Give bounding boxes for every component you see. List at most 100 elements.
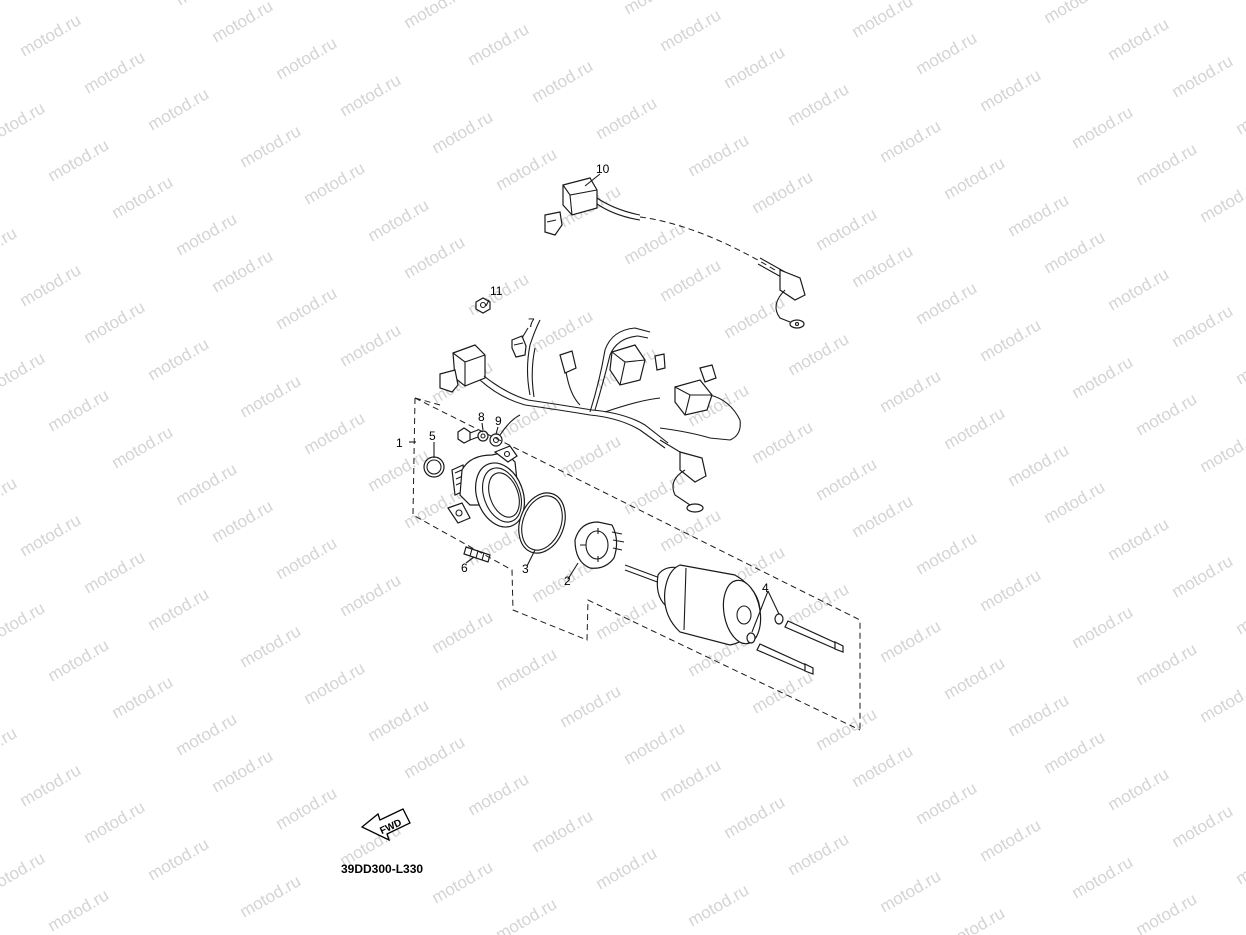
watermark-text: motod.ru <box>813 204 881 254</box>
watermark-text: motod.ru <box>785 79 853 129</box>
assembly-outline <box>412 397 861 731</box>
watermark-text: motod.ru <box>337 70 405 120</box>
watermark-text: motod.ru <box>81 47 149 97</box>
watermark-text: motod.ru <box>465 19 533 69</box>
part-11-nut[interactable] <box>475 297 491 314</box>
part-10-cable[interactable] <box>544 177 806 329</box>
watermark-text: motod.ru <box>849 241 917 291</box>
callout-10: 10 <box>596 162 610 176</box>
watermark-text: motod.ru <box>1197 426 1246 476</box>
starter-front-cover[interactable] <box>447 445 533 534</box>
watermark-text: motod.ru <box>941 153 1009 203</box>
callout-8: 8 <box>478 410 485 424</box>
watermark-text: motod.ru <box>813 454 881 504</box>
watermark-text: motod.ru <box>913 778 981 828</box>
callout-9: 9 <box>495 414 502 428</box>
watermark-text: motod.ru <box>1069 102 1137 152</box>
diagram-code: 39DD300-L330 <box>341 862 423 876</box>
watermark-text: motod.ru <box>657 505 725 555</box>
part-7-clamp[interactable] <box>511 335 527 358</box>
watermark-text: motod.ru <box>401 232 469 282</box>
starter-motor-yoke[interactable] <box>624 564 765 647</box>
watermark-text: motod.ru <box>1197 176 1246 226</box>
part-3-o-ring[interactable] <box>511 486 574 559</box>
watermark-text: motod.ru <box>977 315 1045 365</box>
watermark-text: motod.ru <box>365 445 433 495</box>
watermark-text: motod.ru <box>237 621 305 671</box>
watermark-text: motod.ru <box>1233 88 1246 138</box>
watermark-text: motod.ru <box>1233 338 1246 388</box>
watermark-text: motod.ru <box>493 394 561 444</box>
callout-3: 3 <box>522 562 529 576</box>
watermark-text: motod.ru <box>237 871 305 921</box>
callout-4: 4 <box>762 581 769 595</box>
watermark-text: motod.ru <box>977 815 1045 865</box>
watermark-text: motod.ru <box>529 56 597 106</box>
callout-labels: 1 2 3 4 5 6 7 8 9 10 11 <box>396 162 769 595</box>
watermark-text: motod.ru <box>273 283 341 333</box>
watermark-text: motod.ru <box>273 783 341 833</box>
watermark-text: motod.ru <box>721 42 789 92</box>
watermark-text: motod.ru <box>657 5 725 55</box>
watermark-text: motod.ru <box>1069 602 1137 652</box>
watermark-text: motod.ru <box>877 116 945 166</box>
part-5-o-ring[interactable] <box>423 456 445 478</box>
part-8-bolt[interactable] <box>457 427 489 444</box>
watermark-text: motod.ru <box>621 0 689 18</box>
watermark-text: motod.ru <box>657 255 725 305</box>
wiring-harness[interactable] <box>439 319 741 513</box>
watermark-text: motod.ru <box>941 903 1009 935</box>
watermark-text: motod.ru <box>45 885 113 935</box>
watermark-text: motod.ru <box>493 894 561 935</box>
callout-6: 6 <box>461 561 468 575</box>
watermark-text: motod.ru <box>365 195 433 245</box>
watermark-text: motod.ru <box>849 0 917 41</box>
watermark-text: motod.ru <box>749 417 817 467</box>
watermark-text: motod.ru <box>145 834 213 884</box>
watermark-text: motod.ru <box>81 547 149 597</box>
watermark-text: motod.ru <box>1069 352 1137 402</box>
watermark-text: motod.ru <box>1169 301 1237 351</box>
watermark-text: motod.ru <box>977 565 1045 615</box>
watermark-text: motod.ru <box>17 760 85 810</box>
watermark-text: motod.ru <box>1105 514 1173 564</box>
watermark-text: motod.ru <box>1041 477 1109 527</box>
watermark-text: motod.ru <box>1169 551 1237 601</box>
watermark-text: motod.ru <box>45 135 113 185</box>
watermark-text: motod.ru <box>17 260 85 310</box>
watermark-text: motod.ru <box>1169 51 1237 101</box>
watermark-text: motod.ru <box>849 491 917 541</box>
watermark-text: motod.ru <box>493 644 561 694</box>
watermark-text: motod.ru <box>941 403 1009 453</box>
watermark-text: motod.ru <box>301 408 369 458</box>
part-2-brush-holder[interactable] <box>574 521 625 569</box>
watermark-text: motod.ru <box>1105 264 1173 314</box>
watermark-text: motod.ru <box>273 533 341 583</box>
watermark-text: motod.ru <box>877 366 945 416</box>
watermark-text: motod.ru <box>593 93 661 143</box>
watermark-text: motod.ru <box>145 334 213 384</box>
watermark-text: motod.ru <box>109 422 177 472</box>
callout-5: 5 <box>429 429 436 443</box>
watermark-text: motod.ru <box>1133 889 1201 935</box>
watermark-text: motod.ru <box>173 709 241 759</box>
watermark-text: motod.ru <box>273 33 341 83</box>
watermark-text: motod.ru <box>0 723 20 773</box>
watermark-text: motod.ru <box>621 218 689 268</box>
watermark-text: motod.ru <box>1197 676 1246 726</box>
watermark-text: motod.ru <box>0 0 20 23</box>
watermark-text: motod.ru <box>209 746 277 796</box>
watermark-text: motod.ru <box>109 672 177 722</box>
watermark-text: motod.ru <box>493 144 561 194</box>
leader-lines <box>409 173 780 633</box>
watermark-text: motod.ru <box>429 607 497 657</box>
watermark-text: motod.ru <box>209 246 277 296</box>
watermark-text: motod.ru <box>209 496 277 546</box>
watermark-text: motod.ru <box>657 755 725 805</box>
part-6-bolt[interactable] <box>463 546 491 563</box>
watermark-text: motod.ru <box>45 385 113 435</box>
watermark-text: motod.ru <box>1133 139 1201 189</box>
watermark-text: motod.ru <box>401 0 469 32</box>
part-4-through-bolts[interactable] <box>746 613 844 675</box>
